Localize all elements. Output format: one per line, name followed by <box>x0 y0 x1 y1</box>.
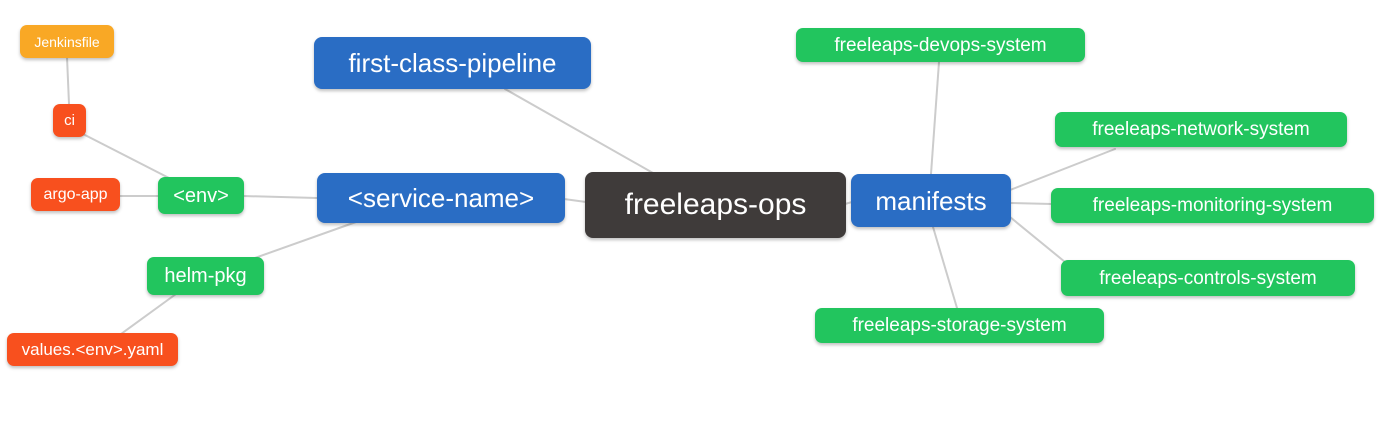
edge-pipeline-ops <box>504 88 654 174</box>
edge-ops-manifests <box>844 201 853 205</box>
edge-manifests-monitoring <box>1009 202 1053 205</box>
node-env[interactable]: <env> <box>158 177 244 214</box>
node-values-env-yaml[interactable]: values.<env>.yaml <box>7 333 178 366</box>
edge-manifests-devops <box>930 61 940 175</box>
edge-manifests-storage <box>932 226 958 309</box>
edge-helmpkg-values <box>120 293 177 335</box>
node-freeleaps-network-system[interactable]: freeleaps-network-system <box>1055 112 1347 147</box>
edge-jenkinsfile-ci <box>66 56 70 105</box>
edge-servicename-helmpkg <box>251 221 357 260</box>
node-argo-app[interactable]: argo-app <box>31 178 120 211</box>
edge-env-servicename <box>242 195 318 199</box>
node-manifests[interactable]: manifests <box>851 174 1011 227</box>
edge-manifests-network <box>1009 148 1116 191</box>
node-freeleaps-controls-system[interactable]: freeleaps-controls-system <box>1061 260 1355 296</box>
edge-ci-env <box>82 133 170 179</box>
node-helm-pkg[interactable]: helm-pkg <box>147 257 264 295</box>
edge-manifests-controls <box>1009 216 1066 263</box>
node-service-name[interactable]: <service-name> <box>317 173 565 223</box>
node-freeleaps-storage-system[interactable]: freeleaps-storage-system <box>815 308 1104 343</box>
edge-servicename-ops <box>563 198 587 203</box>
node-ci[interactable]: ci <box>53 104 86 137</box>
node-first-class-pipeline[interactable]: first-class-pipeline <box>314 37 591 89</box>
node-freeleaps-devops-system[interactable]: freeleaps-devops-system <box>796 28 1085 62</box>
node-jenkinsfile[interactable]: Jenkinsfile <box>20 25 114 58</box>
node-freeleaps-monitoring-system[interactable]: freeleaps-monitoring-system <box>1051 188 1374 223</box>
node-freeleaps-ops-root[interactable]: freeleaps-ops <box>585 172 846 238</box>
